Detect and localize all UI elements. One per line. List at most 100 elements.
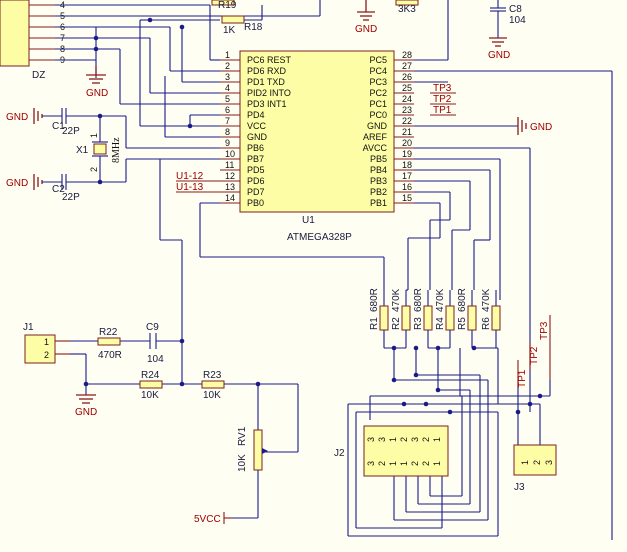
junction-dot [255, 381, 261, 387]
u1-pin-number: 17 [402, 171, 412, 181]
j2-pin-number: 3 [366, 437, 376, 442]
j2-pin-number: 2 [377, 461, 387, 466]
junction-dot [413, 372, 419, 378]
u1-pin-number: 11 [225, 160, 234, 170]
c2-capacitor: GND C2 22P [6, 174, 126, 203]
junction-dot [179, 338, 185, 344]
u1-pin-number: 9 [225, 138, 230, 148]
j2-pin-number: 1 [388, 461, 398, 466]
junction-dot [471, 345, 477, 351]
u1-pin-name: PD6 RXD [247, 66, 287, 76]
gnd-label: GND [86, 88, 108, 99]
x1-crystal: X1 8MHz 1 2 [76, 116, 122, 182]
j3-ref: J3 [514, 482, 525, 493]
u1-pin-number: 7 [225, 116, 230, 126]
u1-pin-number: 25 [402, 83, 412, 93]
r24-resistor: R24 10K [139, 370, 163, 401]
j2-pin-number: 3 [366, 461, 376, 466]
u1-pin-name: PD3 INT1 [247, 99, 287, 109]
u1-pin-name: PC3 [369, 77, 387, 87]
x1-value: 8MHz [111, 137, 122, 163]
u1-body [239, 50, 395, 213]
junction-dot [423, 401, 429, 407]
r5-ref: R5 [457, 317, 468, 330]
analog-wires [70, 340, 299, 519]
u1-pin-name: PC1 [369, 99, 387, 109]
u1-pin-name: PB6 [247, 143, 264, 153]
junction-dot [391, 345, 397, 351]
x1-ref: X1 [76, 145, 89, 156]
dz-header: 4 5 6 7 8 9 DZ [0, 0, 65, 81]
r19-resistor: R19 [211, 0, 237, 11]
u1-value: ATMEGA328P [287, 232, 352, 243]
j2-pin-number: 1 [388, 437, 398, 442]
j2-pin-number: 3 [377, 437, 387, 442]
r19-body [211, 0, 235, 6]
r4-ref: R4 [435, 317, 446, 330]
j1-body [24, 334, 56, 364]
r19-ref: R19 [218, 0, 237, 11]
gnd-symbol-j1: GND [75, 394, 97, 418]
u1-pin-name: PB5 [370, 154, 387, 164]
u1-pin-number: 13 [225, 182, 235, 192]
u1-pin-name: PC4 [369, 66, 387, 76]
r23-resistor: R23 10K [201, 370, 225, 401]
r22-value: 470R [98, 350, 122, 361]
junction-dot [179, 381, 185, 387]
r1-ref: R1 [369, 317, 380, 330]
r18-value: 1K [223, 25, 236, 36]
j3-body [513, 444, 557, 476]
u1-12-label: U1-12 [176, 171, 204, 182]
u1-pin-name: PC6 REST [247, 55, 292, 65]
c8-value: 104 [509, 15, 526, 26]
net-tp1: TP1 [430, 105, 456, 116]
r18-ref: R18 [244, 22, 263, 33]
net-u1-13: U1-13 [176, 182, 220, 193]
u1-pin-number: 20 [402, 138, 412, 148]
rv1-value: 10K [237, 454, 248, 472]
j2-pin-number: 2 [399, 437, 409, 442]
u1-pin-number: 14 [225, 193, 235, 203]
j2-body [363, 425, 449, 477]
j3-pin2: 2 [532, 460, 542, 465]
junction-dot [97, 113, 103, 119]
r-3k3: 3K3 [395, 0, 419, 15]
u1-pin-number: 27 [402, 61, 412, 71]
r3-ref: R3 [413, 317, 424, 330]
u1-pin-name: VCC [247, 121, 267, 131]
u1-pin-number: 4 [225, 83, 230, 93]
r5-value: 680R [457, 288, 468, 312]
r18-body [221, 15, 245, 24]
u1-pin-number: 8 [225, 127, 230, 137]
r24-value: 10K [141, 390, 159, 401]
tp3-label: TP3 [539, 321, 550, 340]
junction-dot [93, 35, 99, 41]
j1-pin2: 2 [44, 350, 49, 360]
u1-pin-number: 19 [402, 149, 412, 159]
r4-body [445, 305, 455, 331]
j2-pin-number: 1 [399, 461, 409, 466]
c8-capacitor: C8 104 GND [488, 0, 526, 61]
c9-ref: C9 [146, 322, 159, 333]
r24-ref: R24 [141, 370, 160, 381]
r24-body [139, 380, 163, 389]
c1-value: 22P [62, 126, 80, 137]
j2-ref: J2 [334, 448, 345, 459]
vcc-label: 5VCC [194, 514, 221, 525]
u1-pin-name: PB7 [247, 154, 264, 164]
junction-dot [93, 46, 99, 52]
r6-ref: R6 [481, 317, 492, 330]
j3-pin1: 1 [520, 460, 530, 465]
gnd-symbol-dz: GND [86, 66, 108, 99]
gnd-label: GND [75, 407, 97, 418]
u1-pin-number: 6 [225, 105, 230, 115]
r1-value: 680R [369, 288, 380, 312]
gnd-label: GND [488, 50, 510, 61]
u1-pin-name: PD4 [247, 110, 265, 120]
u1-pin-name: PC2 [369, 88, 387, 98]
u1-left-wires [119, 5, 385, 384]
u1-pin-number: 5 [225, 94, 230, 104]
u1-pin-name: PD5 [247, 165, 265, 175]
